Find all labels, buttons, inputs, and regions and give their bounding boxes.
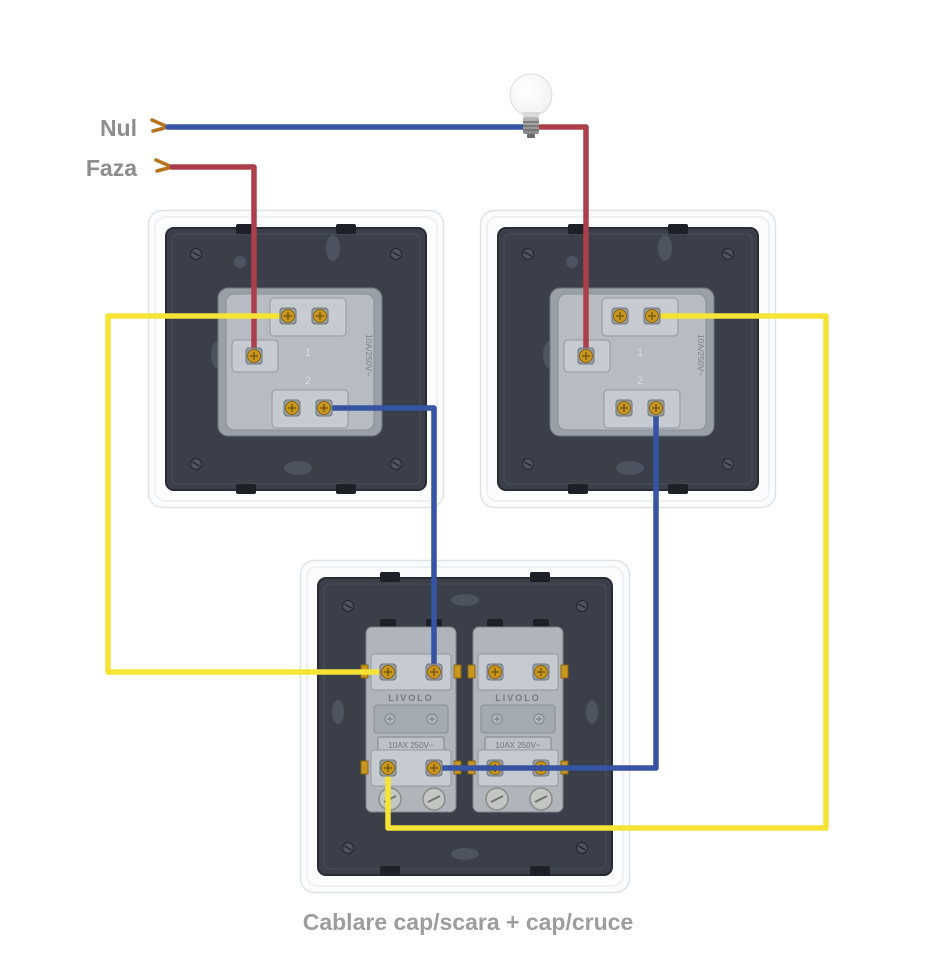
cross-switch-module-left <box>361 619 461 812</box>
diagram-caption: Cablare cap/scara + cap/cruce <box>303 909 634 935</box>
brand-label-left: LIVOLO <box>388 693 434 703</box>
wire-traveler-yellow-right <box>385 313 829 831</box>
switch-1-frame <box>149 211 444 508</box>
mounting-slot <box>451 594 479 606</box>
rating-label-left: 10AX 250V~ <box>388 741 433 750</box>
mounting-claw <box>380 866 400 876</box>
nul-wire-end-icon <box>150 118 170 133</box>
switch1-rating: 10A/250V~ <box>364 334 374 376</box>
faza-label: Faza <box>86 155 137 181</box>
double-switch-faceplate-inner <box>306 566 624 887</box>
corner-screw-icon <box>575 599 589 613</box>
bulb-base-threads <box>523 121 539 131</box>
cross-switch-module-right <box>468 619 568 812</box>
bulb-glass <box>509 73 553 117</box>
wire-live-bulb-to-switch2 <box>537 124 589 359</box>
double-switch-interior-line <box>323 583 607 870</box>
switch2-marking-1: 1 <box>637 347 643 359</box>
nul-label: Nul <box>100 115 137 141</box>
rating-label-right: 10AX 250V~ <box>495 741 540 750</box>
mounting-claw <box>530 572 550 582</box>
switch-3-double-frame <box>299 559 631 894</box>
mounting-claw <box>530 866 550 876</box>
bulb-neck <box>522 112 540 118</box>
light-bulb-icon <box>509 73 553 138</box>
switch-2-frame <box>481 211 776 508</box>
bulb-tip <box>527 134 535 138</box>
switch1-marking-2: 2 <box>305 375 311 387</box>
switch1-marking-1: 1 <box>305 347 311 359</box>
wire-traveler-blue-left <box>321 405 437 675</box>
mounting-claw <box>380 572 400 582</box>
brand-label-right: LIVOLO <box>495 693 541 703</box>
wire-live-faza-to-switch1 <box>169 164 257 359</box>
faza-wire-end-icon <box>154 158 174 173</box>
mounting-slot <box>451 848 479 860</box>
wire-traveler-blue-right <box>431 405 659 771</box>
corner-screw-icon <box>341 599 355 613</box>
mounting-slot <box>586 700 598 724</box>
switch2-marking-2: 2 <box>637 375 643 387</box>
corner-screw-icon <box>575 841 589 855</box>
wiring <box>105 118 829 831</box>
wire-traveler-yellow-left <box>105 313 391 675</box>
switch2-rating: 10A/250V~ <box>696 334 706 376</box>
mounting-slot <box>332 700 344 724</box>
switch-markings: 1 2 10A/250V~ 1 2 10A/250V~ LIVOLO LIVOL… <box>305 334 706 750</box>
corner-screw-icon <box>341 841 355 855</box>
